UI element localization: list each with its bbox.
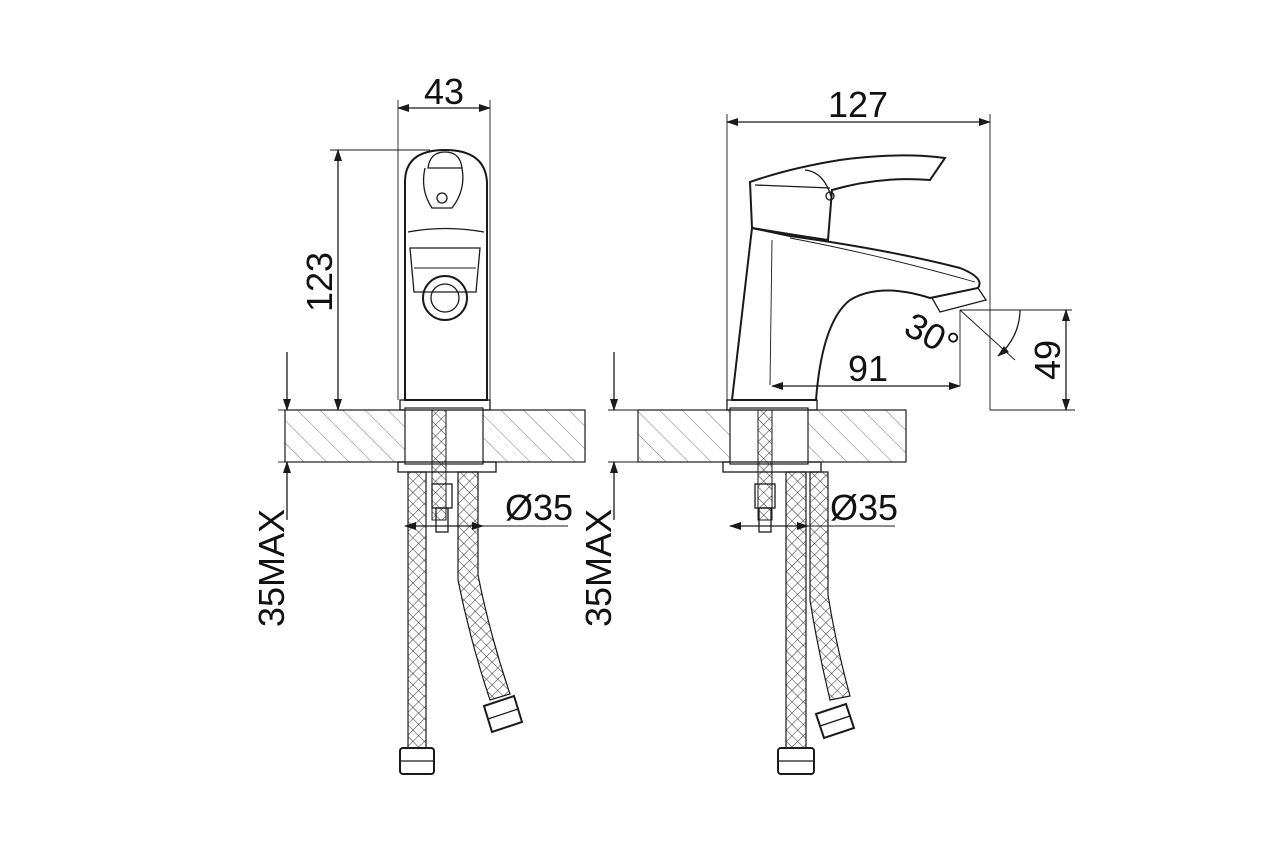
side-reach-dimension: 91: [771, 348, 961, 390]
front-mounting-plate: [397, 461, 497, 473]
front-faucet-body: [399, 148, 491, 411]
front-threaded-rod: [431, 409, 453, 533]
front-aerator-ring: [422, 275, 468, 321]
side-threaded-rod: [754, 409, 776, 533]
side-hole-label: Ø35: [830, 487, 898, 528]
side-supply-hoses: [777, 471, 856, 775]
side-spout-height-dimension: 49: [990, 309, 1075, 411]
side-reach-label: 91: [848, 348, 888, 389]
front-width-label: 43: [424, 71, 464, 112]
front-hole-dimension: Ø35: [404, 487, 573, 530]
front-height-dimension: 123: [299, 149, 430, 411]
side-view: 127 91 30° 49 35MAX: [578, 84, 1075, 775]
side-faucet-body: [726, 154, 988, 411]
side-hole-dimension: Ø35: [729, 487, 898, 530]
front-supply-hoses: [399, 471, 524, 775]
side-counter-label: 35MAX: [578, 509, 619, 627]
side-spout-height-label: 49: [1027, 340, 1068, 380]
front-counter-label: 35MAX: [251, 509, 292, 627]
front-hole-label: Ø35: [505, 487, 573, 528]
side-length-label: 127: [828, 84, 888, 125]
side-length-dimension: 127: [726, 84, 991, 410]
front-handle-dot: [436, 192, 448, 204]
front-height-label: 123: [299, 252, 340, 312]
front-width-dimension: 43: [397, 71, 491, 400]
side-counter-dimension: 35MAX: [578, 352, 638, 627]
front-view: 43 123 35MAX Ø35: [251, 71, 586, 775]
side-angle-label: 30°: [898, 304, 965, 366]
front-counter-dimension: 35MAX: [251, 352, 292, 627]
side-mounting-plate: [722, 461, 822, 473]
